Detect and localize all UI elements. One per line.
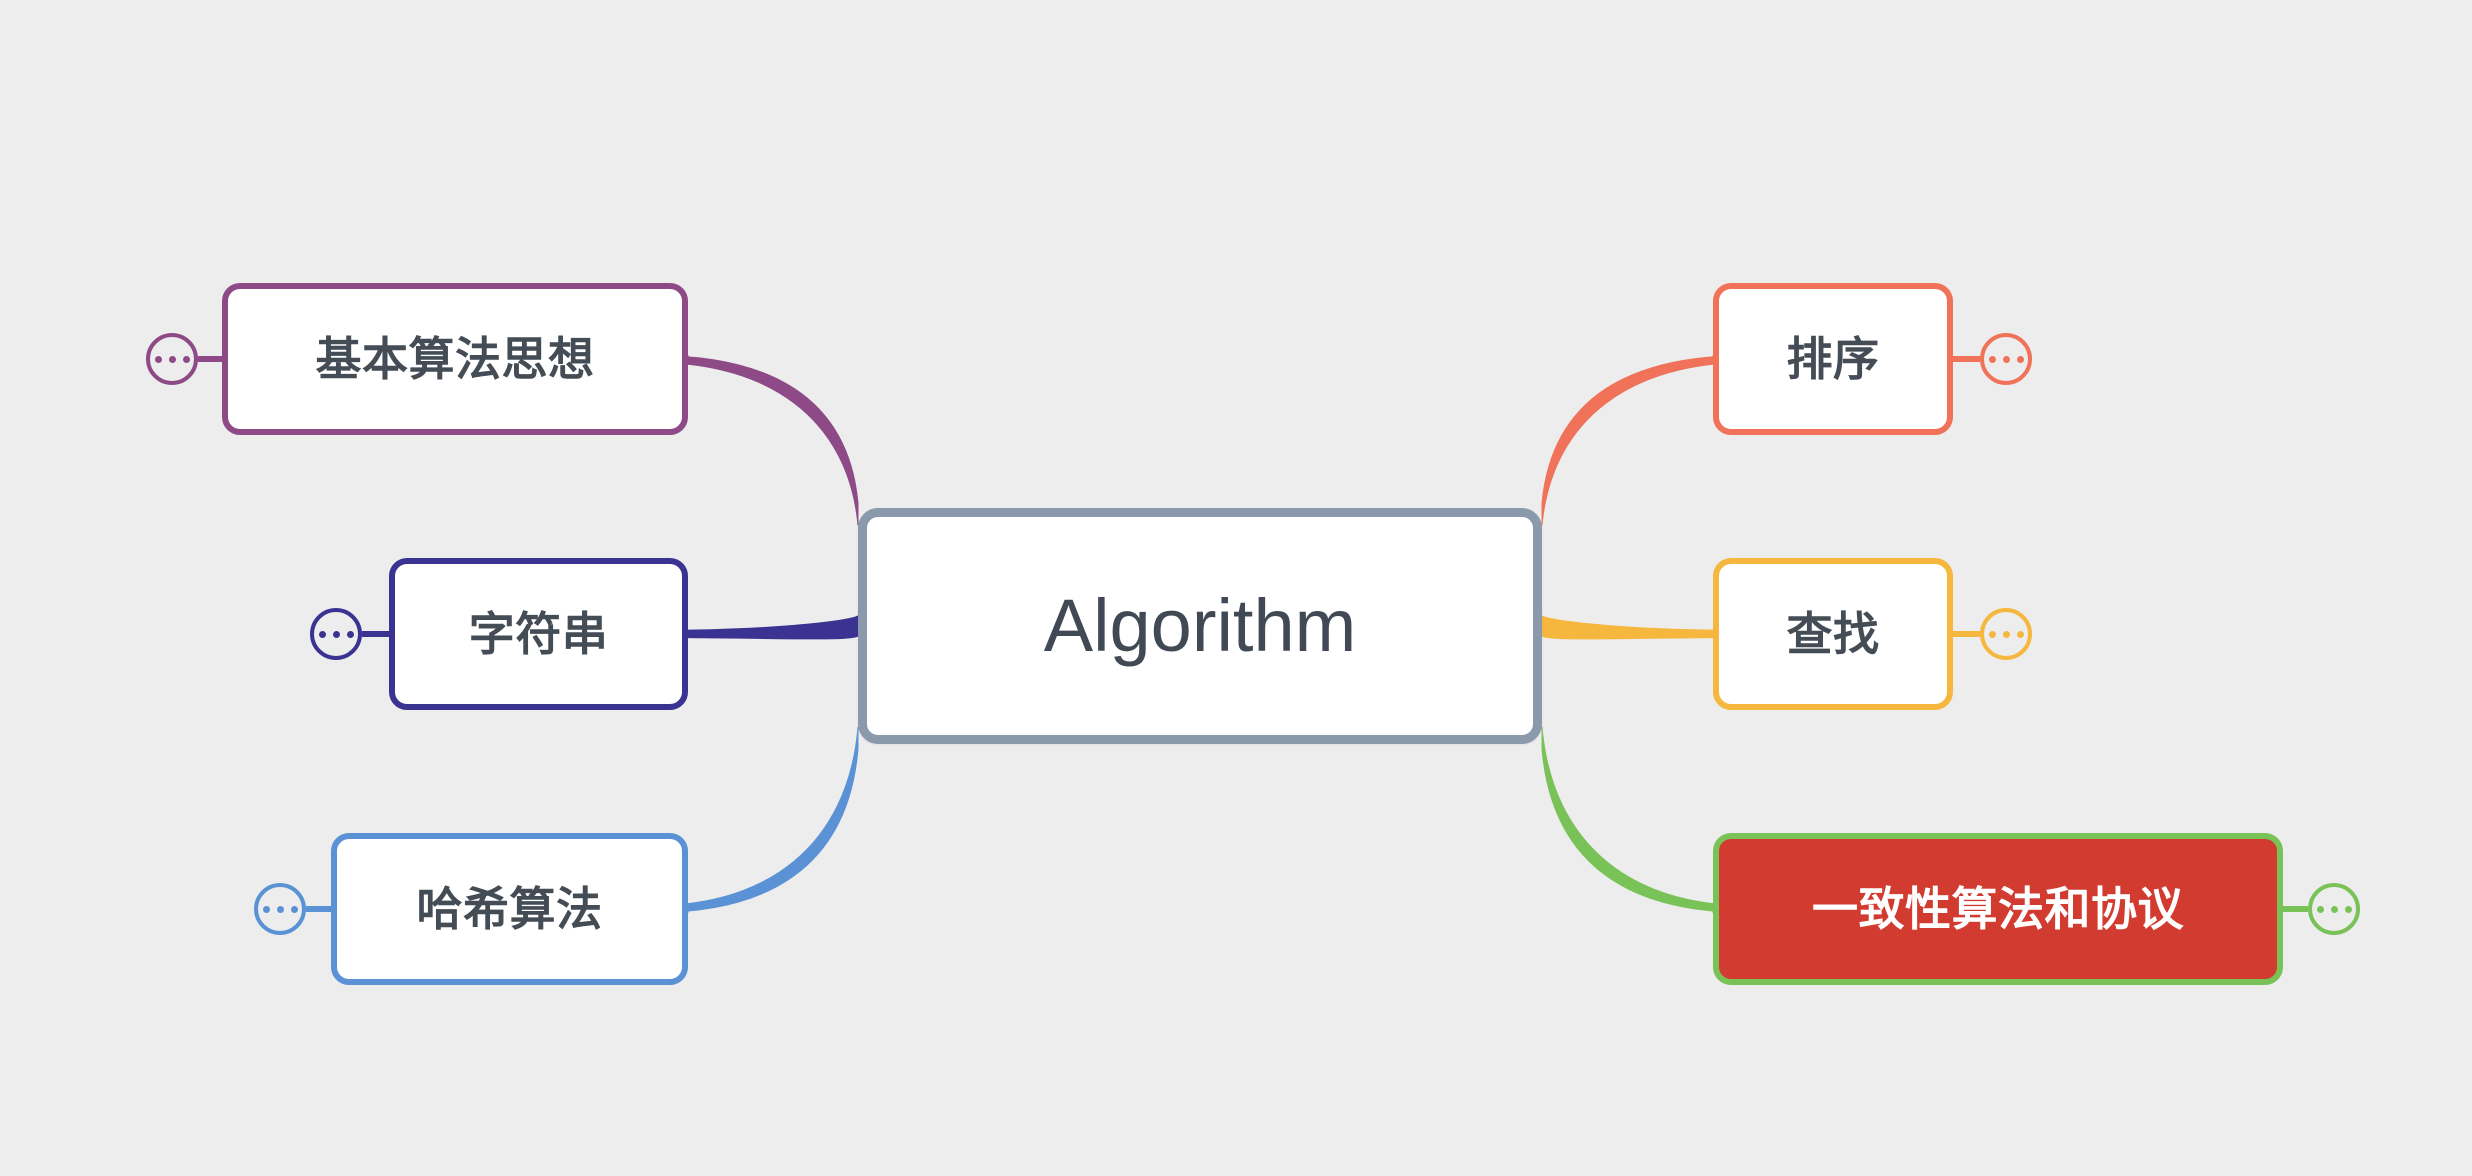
branch-node-basic-algorithm-ideas[interactable]: 基本算法思想 [222, 283, 688, 435]
branch-node-searching[interactable]: 查找 [1713, 558, 1953, 710]
handle-stub-hash-algorithm [306, 906, 331, 912]
branch-node-sorting[interactable]: 排序 [1713, 283, 1953, 435]
branch-node-label: 基本算法思想 [315, 333, 595, 385]
ellipsis-icon [1988, 355, 1996, 363]
ellipsis-icon [182, 355, 190, 363]
collapse-handle-consensus-algorithms-and-protocols[interactable] [2308, 883, 2360, 935]
collapse-handle-hash-algorithm[interactable] [254, 883, 306, 935]
handle-stub-consensus-algorithms-and-protocols [2283, 906, 2308, 912]
branch-node-label: 字符串 [468, 608, 609, 660]
ellipsis-icon [1988, 630, 1996, 638]
handle-stub-sorting [1953, 356, 1980, 362]
root-node-label: Algorithm [1043, 584, 1357, 667]
branch-node-hash-algorithm[interactable]: 哈希算法 [331, 833, 688, 985]
branch-node-label: 查找 [1786, 608, 1880, 660]
ellipsis-icon [2316, 905, 2324, 913]
collapse-handle-basic-algorithm-ideas[interactable] [146, 333, 198, 385]
branch-node-string[interactable]: 字符串 [389, 558, 688, 710]
ellipsis-icon [276, 905, 284, 913]
branch-node-label: 哈希算法 [416, 883, 603, 935]
ellipsis-icon [2002, 355, 2010, 363]
ellipsis-icon [318, 630, 326, 638]
handle-stub-string [362, 631, 389, 637]
ellipsis-icon [2016, 355, 2024, 363]
ellipsis-icon [2330, 905, 2338, 913]
ellipsis-icon [2344, 905, 2352, 913]
handle-stub-basic-algorithm-ideas [198, 356, 222, 362]
ellipsis-icon [346, 630, 354, 638]
branch-node-label: 排序 [1786, 333, 1880, 385]
ellipsis-icon [154, 355, 162, 363]
ellipsis-icon [332, 630, 340, 638]
branch-node-label: 一致性算法和协议 [1812, 883, 2184, 935]
ellipsis-icon [2016, 630, 2024, 638]
root-node[interactable]: Algorithm [858, 508, 1542, 744]
handle-stub-searching [1953, 631, 1980, 637]
ellipsis-icon [2002, 630, 2010, 638]
collapse-handle-searching[interactable] [1980, 608, 2032, 660]
collapse-handle-string[interactable] [310, 608, 362, 660]
ellipsis-icon [262, 905, 270, 913]
ellipsis-icon [290, 905, 298, 913]
collapse-handle-sorting[interactable] [1980, 333, 2032, 385]
branch-node-consensus-algorithms-and-protocols[interactable]: 一致性算法和协议 [1713, 833, 2283, 985]
ellipsis-icon [168, 355, 176, 363]
